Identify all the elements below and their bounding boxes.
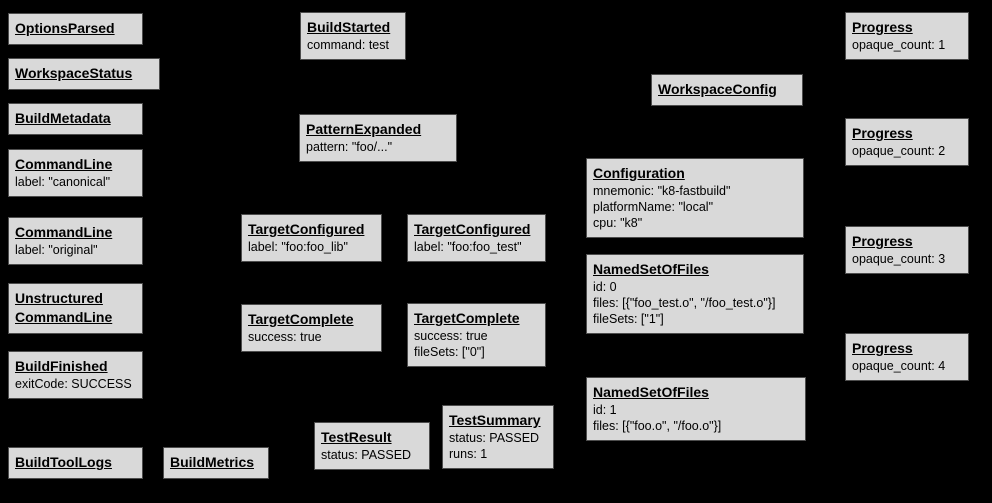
event-title: Configuration (593, 165, 685, 181)
event-field: status: PASSED (449, 431, 540, 445)
event-title: CommandLine (15, 156, 113, 172)
event-title: WorkspaceStatus (15, 65, 133, 81)
event-box-build-started: BuildStarted command: test (300, 12, 406, 60)
event-field: files: [{"foo_test.o", "/foo_test.o"}] (593, 296, 776, 310)
event-title: CommandLine (15, 309, 113, 325)
event-title: Unstructured (15, 290, 103, 306)
event-field: pattern: "foo/..." (306, 140, 393, 154)
event-title: Progress (852, 125, 913, 141)
event-field: success: true (414, 329, 488, 343)
event-box-build-metadata: BuildMetadata (8, 103, 143, 135)
event-title: NamedSetOfFiles (593, 261, 709, 277)
event-title: TargetComplete (248, 311, 354, 327)
event-title: BuildFinished (15, 358, 108, 374)
event-field: cpu: "k8" (593, 216, 643, 230)
event-box-build-tool-logs: BuildToolLogs (8, 447, 143, 479)
event-field: opaque_count: 3 (852, 252, 946, 266)
event-box-named-set-of-files-1: NamedSetOfFiles id: 1 files: [{"foo.o", … (586, 377, 806, 441)
event-field: label: "canonical" (15, 175, 111, 189)
event-field: runs: 1 (449, 447, 488, 461)
event-box-target-configured-foo-test: TargetConfigured label: "foo:foo_test" (407, 214, 546, 262)
event-title: BuildMetrics (170, 454, 255, 470)
event-box-command-line-original: CommandLine label: "original" (8, 217, 143, 265)
event-field: success: true (248, 330, 322, 344)
event-title: TargetConfigured (248, 221, 365, 237)
event-box-target-complete-foo-lib: TargetComplete success: true (241, 304, 382, 352)
event-box-options-parsed: OptionsParsed (8, 13, 143, 45)
event-field: fileSets: ["0"] (414, 345, 485, 359)
event-box-test-result: TestResult status: PASSED (314, 422, 430, 470)
event-field: id: 0 (593, 280, 617, 294)
event-field: id: 1 (593, 403, 617, 417)
event-box-target-configured-foo-lib: TargetConfigured label: "foo:foo_lib" (241, 214, 382, 262)
event-title: NamedSetOfFiles (593, 384, 709, 400)
event-title: BuildStarted (307, 19, 391, 35)
event-title: BuildMetadata (15, 110, 111, 126)
event-title: TargetConfigured (414, 221, 531, 237)
event-title: Progress (852, 19, 913, 35)
event-field: label: "foo:foo_lib" (248, 240, 348, 254)
event-field: exitCode: SUCCESS (15, 377, 132, 391)
event-field: fileSets: ["1"] (593, 312, 664, 326)
event-title: TestResult (321, 429, 392, 445)
event-field: files: [{"foo.o", "/foo.o"}] (593, 419, 722, 433)
event-title: TargetComplete (414, 310, 520, 326)
event-box-progress-1: Progress opaque_count: 1 (845, 12, 969, 60)
event-box-progress-3: Progress opaque_count: 3 (845, 226, 969, 274)
event-box-command-line-canonical: CommandLine label: "canonical" (8, 149, 143, 197)
event-field: opaque_count: 2 (852, 144, 946, 158)
event-box-build-finished: BuildFinished exitCode: SUCCESS (8, 351, 143, 399)
event-box-target-complete-foo-test: TargetComplete success: true fileSets: [… (407, 303, 546, 367)
event-field: status: PASSED (321, 448, 412, 462)
event-box-workspace-config: WorkspaceConfig (651, 74, 803, 106)
event-title: PatternExpanded (306, 121, 422, 137)
event-title: Progress (852, 233, 913, 249)
event-field: label: "foo:foo_test" (414, 240, 522, 254)
event-box-pattern-expanded: PatternExpanded pattern: "foo/..." (299, 114, 457, 162)
event-box-named-set-of-files-0: NamedSetOfFiles id: 0 files: [{"foo_test… (586, 254, 804, 334)
event-box-test-summary: TestSummary status: PASSED runs: 1 (442, 405, 554, 469)
event-title: WorkspaceConfig (658, 81, 777, 97)
event-box-configuration: Configuration mnemonic: "k8-fastbuild" p… (586, 158, 804, 238)
event-field: platformName: "local" (593, 200, 714, 214)
event-field: command: test (307, 38, 389, 52)
event-field: mnemonic: "k8-fastbuild" (593, 184, 731, 198)
event-title: BuildToolLogs (15, 454, 112, 470)
event-title: TestSummary (449, 412, 541, 428)
event-field: opaque_count: 1 (852, 38, 946, 52)
event-box-unstructured-command-line: Unstructured CommandLine (8, 283, 143, 334)
event-title: CommandLine (15, 224, 113, 240)
event-field: label: "original" (15, 243, 98, 257)
event-title: Progress (852, 340, 913, 356)
event-box-build-metrics: BuildMetrics (163, 447, 269, 479)
event-box-progress-4: Progress opaque_count: 4 (845, 333, 969, 381)
event-field: opaque_count: 4 (852, 359, 946, 373)
event-box-progress-2: Progress opaque_count: 2 (845, 118, 969, 166)
event-title: OptionsParsed (15, 20, 115, 36)
event-box-workspace-status: WorkspaceStatus (8, 58, 160, 90)
